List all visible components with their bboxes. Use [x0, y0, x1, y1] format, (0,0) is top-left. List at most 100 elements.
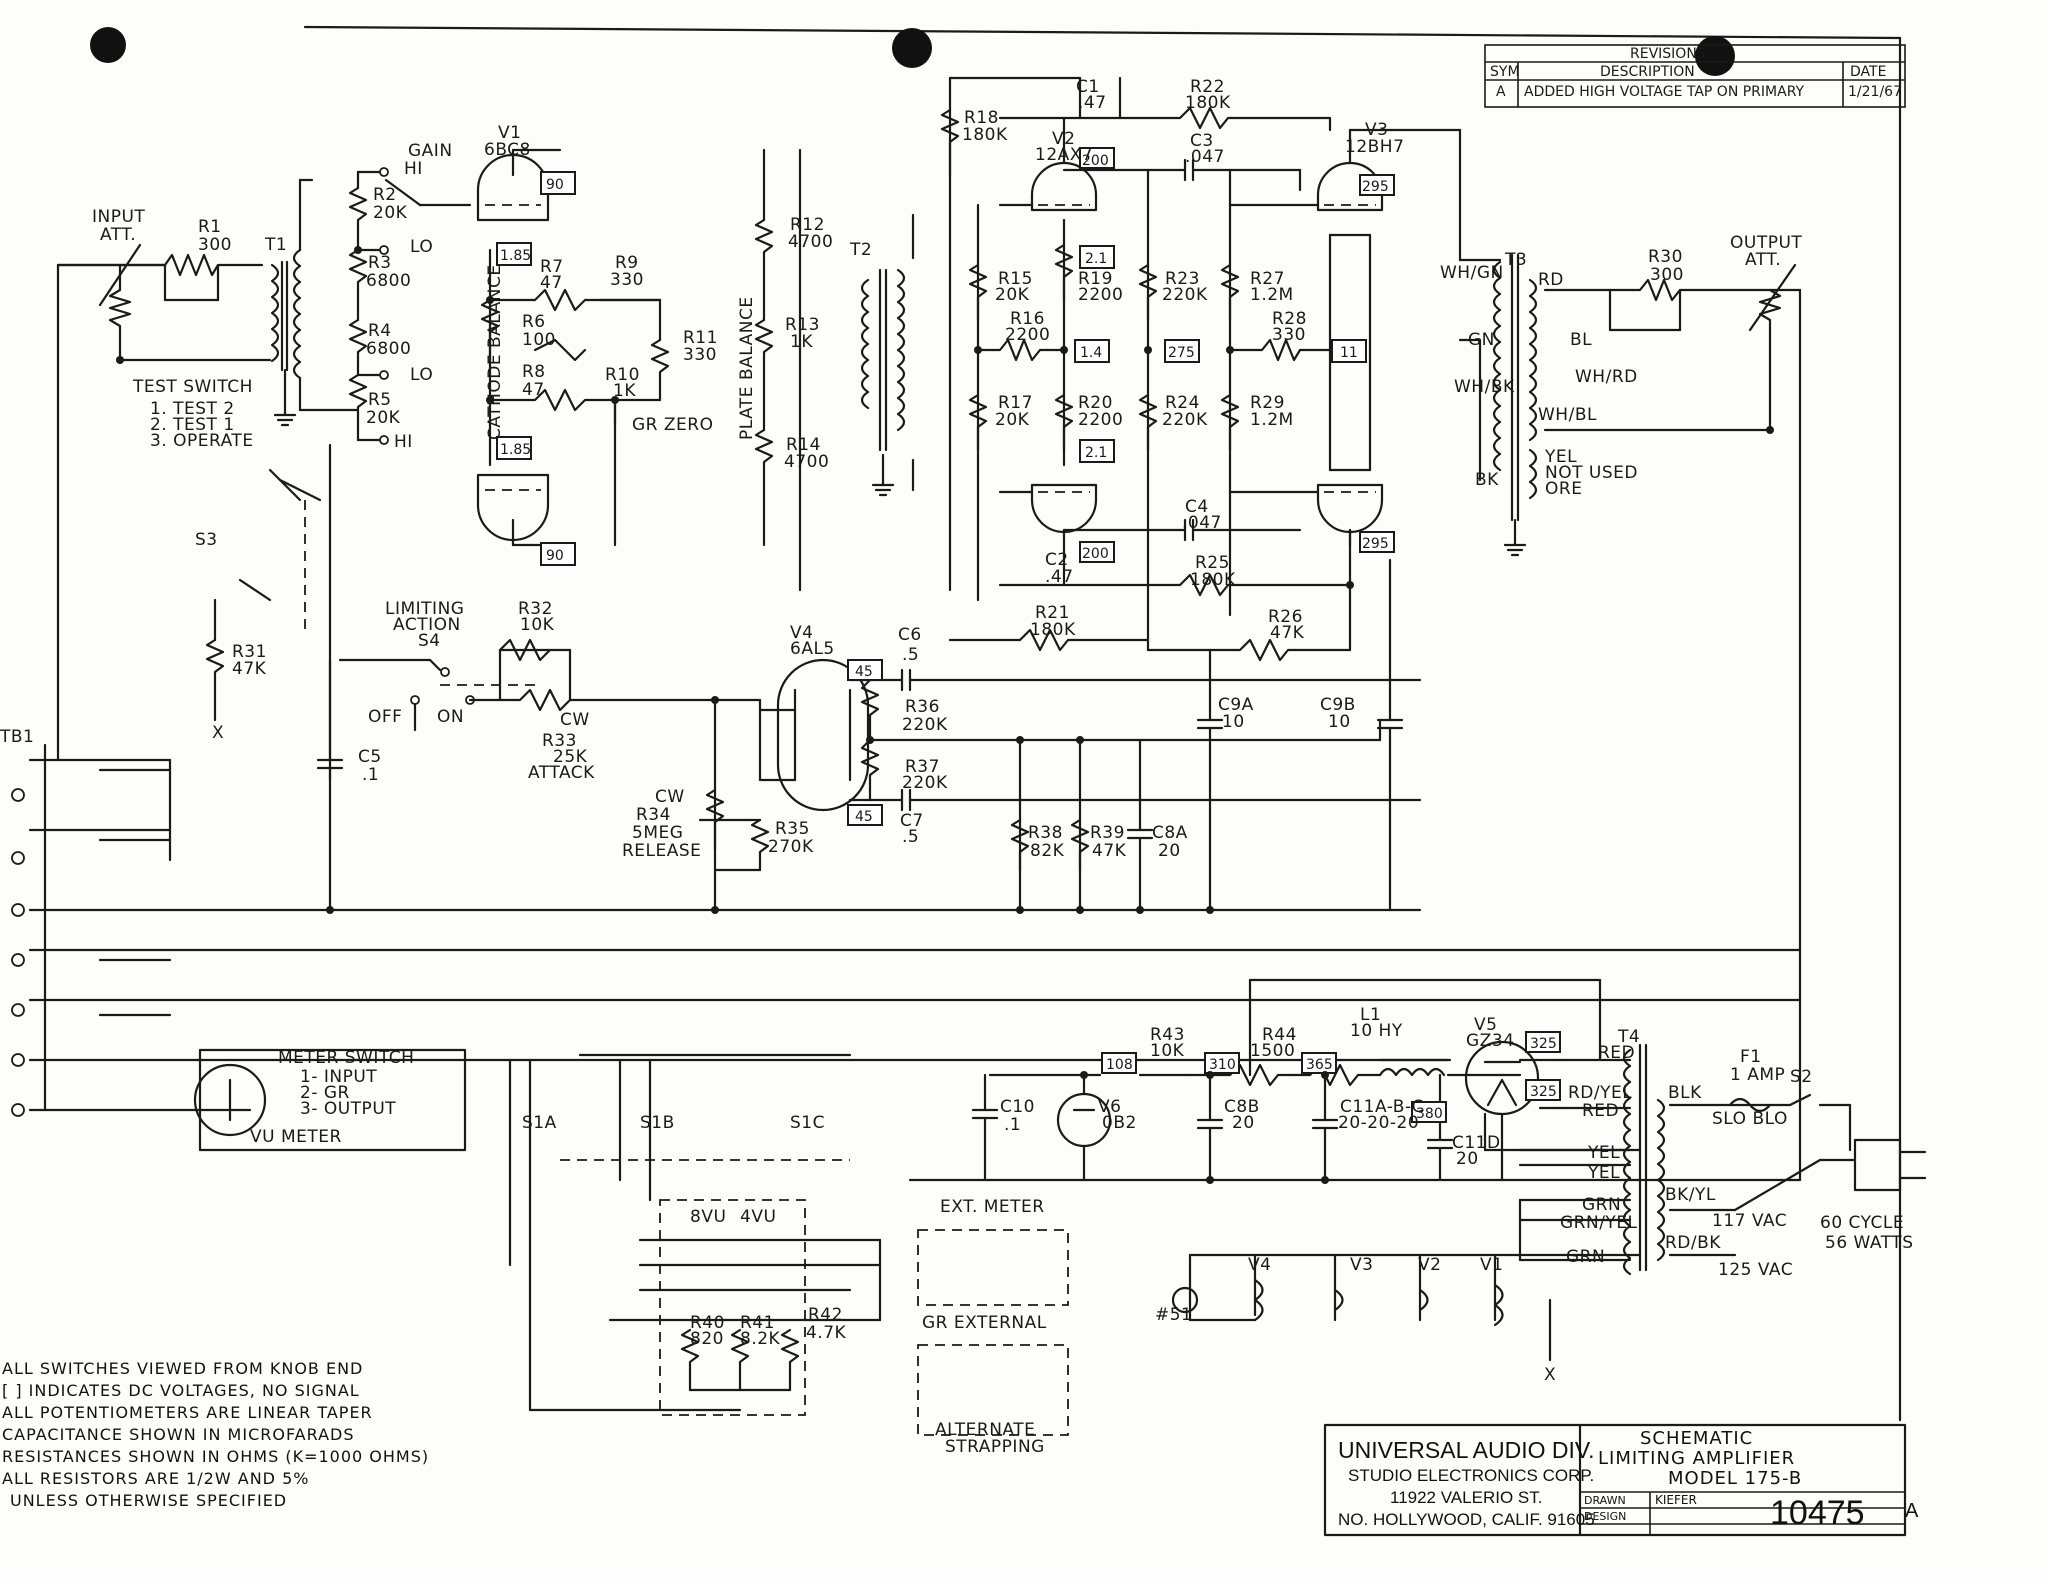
label-r28v: 330 — [1272, 325, 1306, 345]
label-r23: R23 — [1165, 269, 1200, 289]
label-t2: T2 — [849, 240, 872, 260]
label-t4: T4 — [1617, 1027, 1640, 1047]
label-x2: X — [1544, 1365, 1556, 1385]
label-plate: PLATE BALANCE — [737, 296, 757, 440]
revision-date: 1/21/67 — [1848, 84, 1902, 100]
drawing-model: MODEL 175-B — [1668, 1468, 1803, 1489]
label-r42: R42 — [808, 1305, 843, 1325]
company-subtitle: STUDIO ELECTRONICS CORP. — [1348, 1466, 1595, 1485]
label-v4: V4 — [790, 623, 813, 643]
label-blk: BLK — [1668, 1083, 1702, 1103]
label-m1: 1- INPUT — [300, 1067, 377, 1087]
tb1-terminal-2 — [11, 851, 25, 865]
label-r44v: 1500 — [1250, 1041, 1295, 1061]
tb1-terminal-3 — [11, 903, 25, 917]
label-r28: R28 — [1272, 309, 1307, 329]
label-v3: V3 — [1365, 120, 1388, 140]
label-c10: C10 — [1000, 1097, 1035, 1117]
label-r11: R11 — [683, 328, 718, 348]
label-cath: CATHODE BALANCE — [485, 264, 505, 440]
drawing-number: 10475 — [1770, 1494, 1865, 1532]
label-dc325a: 325 — [1530, 1036, 1557, 1052]
tb1-terminal-strip — [11, 788, 25, 1117]
note-6: ALL RESISTORS ARE 1/2W AND 5% — [2, 1469, 310, 1488]
revisions-col-date: DATE — [1850, 64, 1886, 80]
label-dc14: 1.4 — [1080, 345, 1102, 361]
label-r35v: 270K — [768, 837, 814, 857]
strapping-boxes — [917, 1229, 1069, 1436]
label-r38: R38 — [1028, 823, 1063, 843]
label-c7v: .5 — [902, 827, 919, 847]
punch-hole-left — [90, 27, 126, 63]
label-c7: C7 — [900, 811, 924, 831]
label-r36v: 220K — [902, 715, 948, 735]
label-x1: X — [212, 723, 224, 743]
label-r2v: 20K — [373, 203, 408, 223]
label-v2: V2 — [1052, 129, 1075, 149]
label-r32: R32 — [518, 599, 553, 619]
label-c11dv: 20 — [1456, 1149, 1479, 1169]
label-r8v: 47 — [522, 380, 545, 400]
label-grnyel: GRN/YEL — [1560, 1213, 1638, 1233]
label-r18: R18 — [964, 108, 999, 128]
label-dc200b: 200 — [1082, 546, 1109, 562]
label-r13v: 1K — [790, 332, 813, 352]
label-r1v: 300 — [198, 235, 232, 255]
label-r25v: 180K — [1190, 570, 1236, 590]
label-outatt: OUTPUT — [1730, 233, 1802, 253]
label-l1v: 10 HY — [1350, 1021, 1403, 1041]
label-r3v: 6800 — [366, 271, 411, 291]
note-5: RESISTANCES SHOWN IN OHMS (K=1000 OHMS) — [2, 1447, 430, 1466]
label-r12v: 4700 — [788, 232, 833, 252]
label-gain: GAIN — [408, 141, 453, 161]
label-r39v: 47K — [1092, 841, 1127, 861]
label-56w: 56 WATTS — [1825, 1233, 1914, 1253]
label-r18v: 180K — [962, 125, 1008, 145]
v2-tube — [998, 116, 1098, 587]
note-3: ALL POTENTIOMETERS ARE LINEAR TAPER — [2, 1403, 373, 1422]
label-dc310: 310 — [1209, 1057, 1236, 1073]
label-s4: S4 — [418, 631, 441, 651]
label-on: ON — [437, 707, 464, 727]
label-c6v: .5 — [902, 645, 919, 665]
label-s1b: S1B — [640, 1113, 675, 1133]
label-c8av: 20 — [1158, 841, 1181, 861]
label-60c: 60 CYCLE — [1820, 1213, 1904, 1233]
label-r30: R30 — [1648, 247, 1683, 267]
label-red: RED — [1598, 1043, 1635, 1063]
label-r41: R41 — [740, 1313, 775, 1333]
label-c1: C1 — [1076, 77, 1100, 97]
label-limact2: ACTION — [393, 615, 461, 635]
heater-string — [1171, 1253, 1642, 1362]
label-r33: R33 — [542, 731, 577, 751]
v1-tube — [476, 148, 670, 547]
label-r2: R2 — [373, 185, 397, 205]
drawn-label: DRAWN — [1584, 1494, 1626, 1507]
label-l1: L1 — [1360, 1005, 1381, 1025]
label-hv2: V2 — [1418, 1255, 1441, 1275]
label-whgn: WH/GN — [1440, 263, 1504, 283]
label-r17v: 20K — [995, 410, 1030, 430]
dc-voltage-markers — [496, 147, 1561, 1123]
label-s1c: S1C — [790, 1113, 825, 1133]
label-v1t: 6BC8 — [484, 140, 531, 160]
label-r27v: 1.2M — [1250, 285, 1294, 305]
label-r27: R27 — [1250, 269, 1285, 289]
label-c10v: .1 — [1004, 1115, 1021, 1135]
label-c4: C4 — [1185, 497, 1209, 517]
label-extmeter: EXT. METER — [940, 1197, 1045, 1217]
label-r34: R34 — [636, 805, 671, 825]
label-rdbk: RD/BK — [1665, 1233, 1721, 1253]
label-r33v: 25K — [553, 747, 588, 767]
label-r21: R21 — [1035, 603, 1070, 623]
driver-network — [940, 76, 1352, 662]
revision-letter: A — [1496, 84, 1506, 100]
label-rdyel: RD/YEL — [1568, 1083, 1632, 1103]
label-125: 125 VAC — [1718, 1260, 1793, 1280]
bus-wiring — [28, 263, 1802, 1182]
label-lo: LO — [410, 237, 433, 257]
label-r3: R3 — [368, 253, 392, 273]
label-off: OFF — [368, 707, 402, 727]
